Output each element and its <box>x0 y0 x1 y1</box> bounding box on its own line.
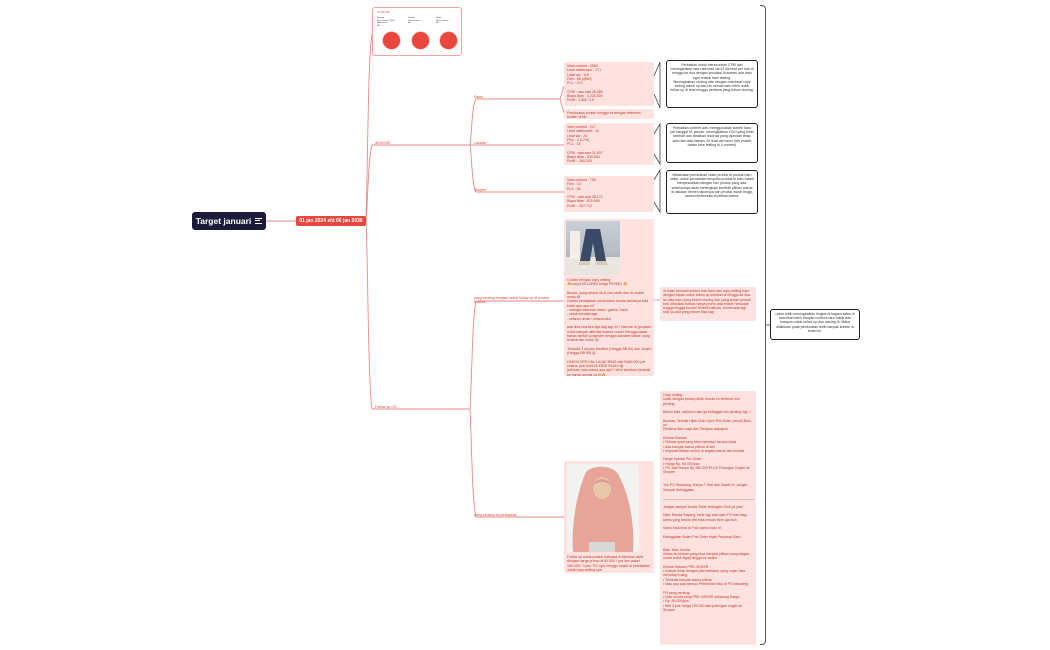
sales-extra-text: Pembuatan konten minggu ini dengan refer… <box>567 111 641 119</box>
followup-item-1-card[interactable]: Culotte dengan copy writing: 🔥Lanjut DEL… <box>564 219 654 376</box>
link-shopee-note <box>653 168 661 214</box>
root-node[interactable]: Target januari <box>192 212 266 230</box>
link-lazada-note <box>653 122 661 166</box>
summary-bracket <box>760 5 766 645</box>
right-summary-note[interactable]: untuk lebih meningkatkan tingkat di bagi… <box>770 309 860 340</box>
followup-item-2-copywriting[interactable]: Copy writing: Udah dengan pesta politik,… <box>660 391 756 645</box>
link-date-summary <box>365 33 373 222</box>
platform-sales-note[interactable]: Perbaikan untuk menurunkan CPM dan menin… <box>666 60 758 108</box>
platform-lazada-note[interactable]: Perbaikan content ads, menggunakan konte… <box>666 123 758 163</box>
summary-block-1: Shopee View content: 9810 Add to cart: .… <box>377 17 395 27</box>
summary-pie-1 <box>383 32 400 49</box>
branch-acquisition[interactable]: AKUISISI <box>375 141 391 145</box>
summary-block-2: Lazada View content: ... Rp: ... <box>408 17 423 25</box>
link-date-acquisition <box>365 144 373 222</box>
shopee-stats-text: View content : 754 Fbm : 14 PCL : 36 CPM… <box>567 178 603 208</box>
platform-sales-extra[interactable]: Pembuatan konten minggu ini dengan refer… <box>564 109 654 119</box>
link-fu-item2 <box>469 408 477 518</box>
link-acq-shopee <box>469 144 477 193</box>
link-acq-sales <box>469 98 477 146</box>
summary-block-3: Other View content: ... Rp: ... <box>436 17 451 25</box>
date-range-node[interactable]: 01 jan 2024 s/d 06 jan 2036 <box>296 216 366 226</box>
lazada-stats-text: View content : 227 Lead dashboard : 22 L… <box>567 125 603 164</box>
platform-lazada-label[interactable]: Lazada <box>474 141 486 145</box>
platform-shopee-note[interactable]: Melakukan perubahan video produk di prod… <box>666 170 758 214</box>
sales-stats-text: View content : 2569 Lead dashboard : 171… <box>567 64 603 103</box>
branch-followup[interactable]: Follow up CS <box>375 405 397 409</box>
platform-shopee-label[interactable]: Shopee <box>474 188 487 192</box>
followup-item-2-label[interactable]: yang sedang di persiapkan <box>474 513 517 517</box>
followup-item-2-copy-text: Copy writing: Udah dengan pesta politik,… <box>663 393 755 612</box>
platform-shopee-stats[interactable]: View content : 754 Fbm : 14 PCL : 36 CPM… <box>564 176 654 212</box>
followup-item-1-label[interactable]: yang sedang berjalan untuk follow up di … <box>474 296 550 305</box>
link-date-followup <box>365 220 373 410</box>
link-sales-stats <box>476 85 565 100</box>
platform-lazada-stats[interactable]: View content : 227 Lead dashboard : 22 L… <box>564 123 654 165</box>
product-photo-hijab <box>567 464 639 552</box>
root-title: Target januari <box>195 216 252 226</box>
summary-chart-card[interactable]: TOTAL 0% Shopee View content: 9810 Add t… <box>372 7 462 56</box>
followup-item-1-note[interactable]: di bulan kemarin konten foto baru dan co… <box>660 287 756 321</box>
followup-item-2-caption: Follow up untuk produk hafsawa di kirimk… <box>567 555 651 572</box>
link-sales-note <box>653 61 661 109</box>
followup-item-2-card[interactable]: Follow up untuk produk hafsawa di kirimk… <box>564 461 654 573</box>
summary-pie-2 <box>412 32 429 49</box>
platform-sales-label[interactable]: Sales <box>474 95 483 99</box>
followup-item-1-caption: Culotte dengan copy writing: 🔥Lanjut DEL… <box>567 278 652 376</box>
menu-lines-icon[interactable] <box>255 218 263 224</box>
platform-sales-stats[interactable]: View content : 2569 Lead dashboard : 171… <box>564 62 654 106</box>
summary-chart-title: TOTAL 0% <box>377 11 390 14</box>
link-fu-item1 <box>469 300 477 410</box>
summary-pie-3 <box>440 32 457 49</box>
product-photo-culotte <box>566 221 620 275</box>
followup-item-1-note-text: di bulan kemarin konten foto baru dan co… <box>663 289 752 315</box>
